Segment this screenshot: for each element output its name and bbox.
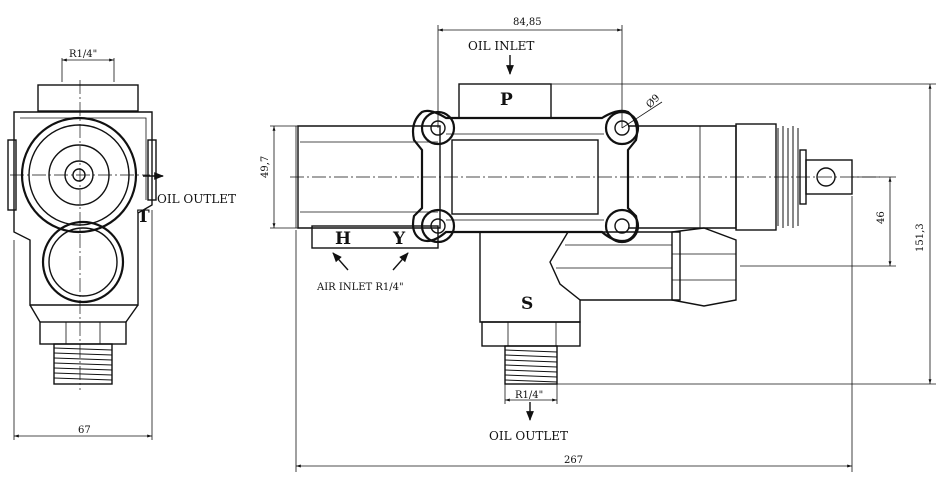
oil-outlet-bottom-label: OIL OUTLET [489,429,568,443]
port-h-label: H [335,229,351,249]
front-view: 84,85 OIL INLET P H Y Ø9 [260,17,936,472]
dim-right-small: 46 [876,211,887,224]
port-y-label: Y [392,229,406,249]
port-t-label: T [137,207,150,227]
dim-top-span: 84,85 [513,17,542,28]
dim-left-height: 49,7 [260,156,271,178]
dim-total-length: 267 [564,455,583,466]
dim-top-thread: R1/4" [69,49,97,60]
port-p-label: P [500,90,513,110]
oil-outlet-side-label: OIL OUTLET [157,192,236,206]
dim-width-left: 67 [78,425,91,436]
dim-hole: Ø9 [644,93,662,111]
dim-total-height: 151,3 [915,223,926,252]
side-view: R1/4" T [7,49,236,440]
port-s-label: S [521,294,533,314]
dim-bottom-thread: R1/4" [515,390,543,401]
air-inlet-label: AIR INLET R1/4" [316,282,404,293]
oil-inlet-label: OIL INLET [468,39,534,53]
